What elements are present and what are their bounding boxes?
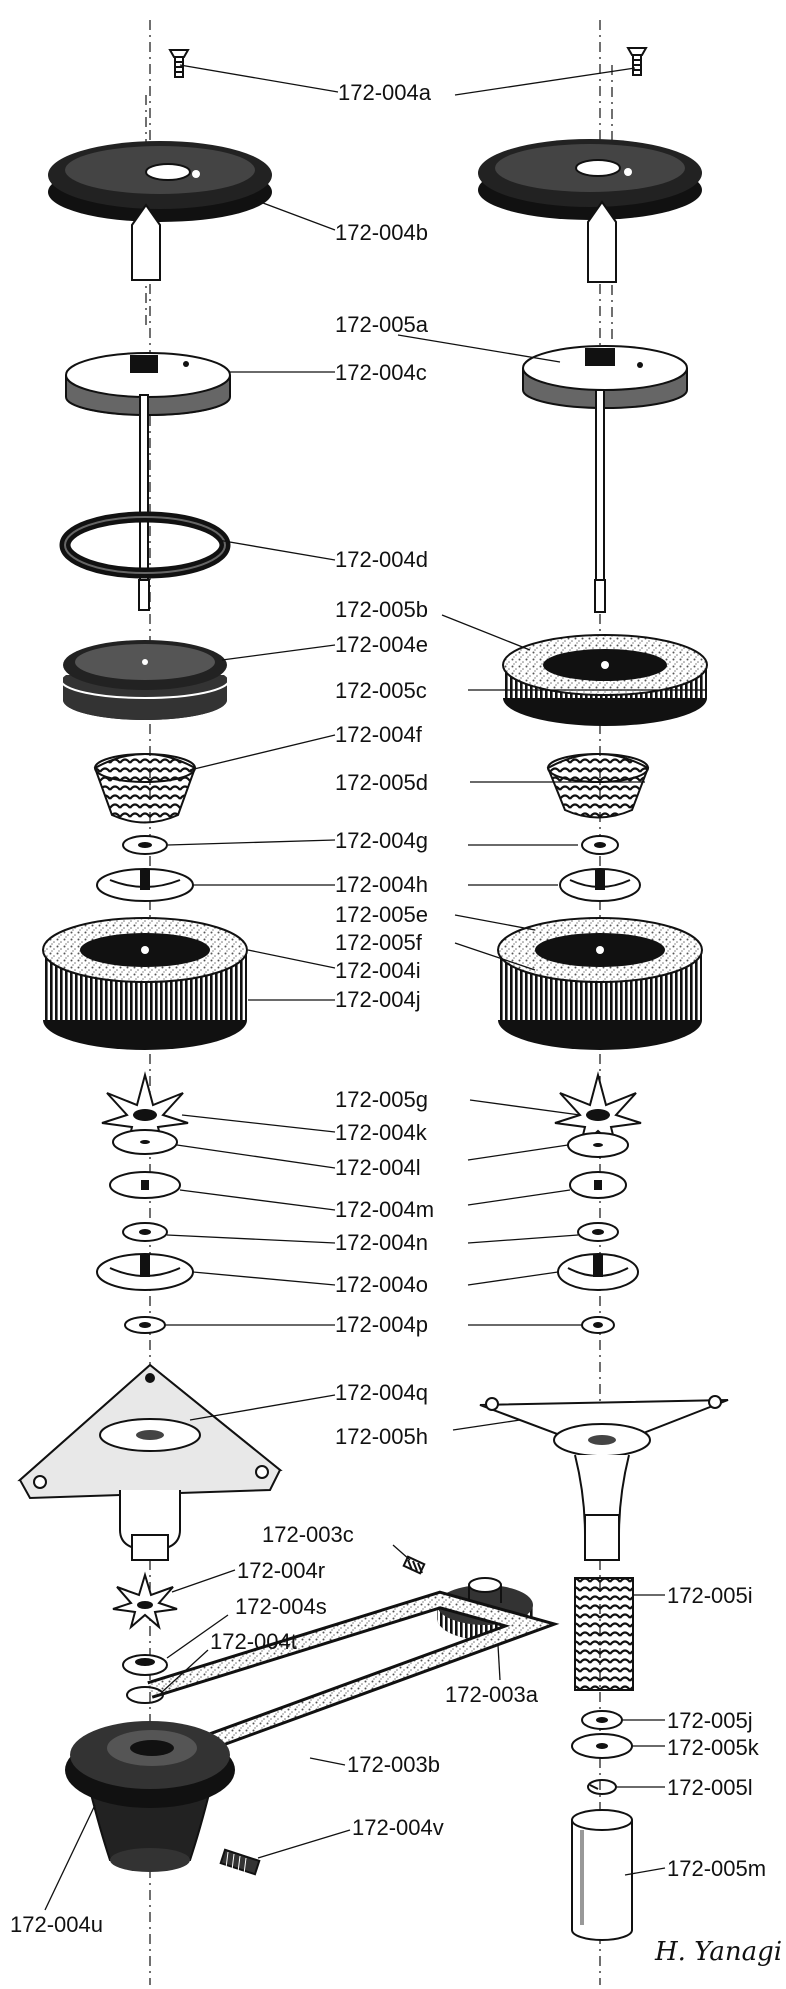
label-172-004b: 172-004b — [335, 220, 428, 245]
right-tripod-bracket — [479, 1395, 729, 1561]
label-172-004j: 172-004j — [335, 987, 421, 1012]
right-circlip — [587, 1779, 617, 1795]
right-washer-n — [577, 1222, 619, 1242]
large-pulley — [65, 1721, 235, 1872]
label-172-005h: 172-005h — [335, 1424, 428, 1449]
right-coil-spring — [574, 1577, 634, 1691]
label-172-004o: 172-004o — [335, 1272, 428, 1297]
label-172-004c: 172-004c — [335, 360, 427, 385]
label-172-005l: 172-005l — [667, 1775, 753, 1800]
left-clip-plate — [96, 868, 194, 902]
label-172-005d: 172-005d — [335, 770, 428, 795]
label-172-004t: 172-004t — [210, 1629, 297, 1654]
label-172-004n: 172-004n — [335, 1230, 428, 1255]
right-washer-g — [581, 835, 619, 855]
right-disc-l — [567, 1132, 629, 1158]
label-172-004r: 172-004r — [237, 1558, 325, 1583]
left-disc-l — [112, 1129, 178, 1155]
label-172-005b: 172-005b — [335, 597, 428, 622]
left-platter — [48, 141, 272, 222]
label-172-005m: 172-005m — [667, 1856, 766, 1881]
label-172-004h: 172-004h — [335, 872, 428, 897]
label-172-003b: 172-003b — [347, 1752, 440, 1777]
right-disc-k — [571, 1733, 633, 1759]
right-spindle-hub — [522, 200, 688, 613]
label-172-004f: 172-004f — [335, 722, 423, 747]
leader-lines — [44, 64, 705, 1911]
left-clip-o — [96, 1253, 194, 1291]
left-cone-spring — [93, 753, 197, 824]
right-washer-p — [581, 1316, 615, 1334]
left-screw — [168, 49, 190, 78]
left-washer-p — [124, 1316, 166, 1334]
label-172-005e: 172-005e — [335, 902, 428, 927]
right-clip-o — [557, 1253, 639, 1291]
label-172-004q: 172-004q — [335, 1380, 428, 1405]
small-star-wheel — [112, 1571, 178, 1630]
label-172-005j: 172-005j — [667, 1708, 753, 1733]
label-172-005k: 172-005k — [667, 1735, 760, 1760]
label-172-004v: 172-004v — [352, 1815, 444, 1840]
label-172-005a: 172-005a — [335, 312, 429, 337]
label-172-004a: 172-004a — [338, 80, 432, 105]
label-172-004s: 172-004s — [235, 1594, 327, 1619]
right-platter — [478, 139, 702, 220]
right-star-wheel — [554, 1071, 642, 1150]
label-172-005i: 172-005i — [667, 1583, 753, 1608]
o-ring — [59, 511, 231, 579]
right-lower-knurled-wheel — [497, 917, 703, 1050]
left-lower-knurled-wheel — [42, 917, 248, 1050]
label-172-005f: 172-005f — [335, 930, 423, 955]
label-172-003a: 172-003a — [445, 1682, 539, 1707]
washer-s — [122, 1654, 168, 1676]
right-cone-spring — [546, 753, 650, 819]
left-cup — [60, 640, 230, 720]
label-172-003c: 172-003c — [262, 1522, 354, 1547]
label-172-005g: 172-005g — [335, 1087, 428, 1112]
right-sleeve — [571, 1809, 633, 1941]
set-screw-v — [219, 1848, 261, 1876]
label-172-004k: 172-004k — [335, 1120, 428, 1145]
label-172-004g: 172-004g — [335, 828, 428, 853]
label-172-004i: 172-004i — [335, 958, 421, 983]
right-upper-knurled-wheel — [502, 634, 708, 726]
left-disc-m — [109, 1171, 181, 1199]
artist-signature: H. Yanagi — [654, 1937, 782, 1967]
right-clip-plate — [559, 868, 641, 902]
label-172-004u: 172-004u — [10, 1912, 103, 1937]
right-disc-m — [569, 1171, 627, 1199]
right-screw — [626, 47, 648, 76]
label-172-004e: 172-004e — [335, 632, 428, 657]
left-tripod-bracket — [17, 1363, 283, 1561]
label-172-004l: 172-004l — [335, 1155, 421, 1180]
part-labels: 172-004a 172-004b 172-005a 172-004c 172-… — [10, 80, 766, 1937]
label-172-005c: 172-005c — [335, 678, 427, 703]
drive-belt — [147, 1590, 560, 1769]
left-washer-n — [122, 1222, 168, 1242]
left-washer-g — [122, 835, 168, 855]
circlip-t — [126, 1686, 164, 1704]
label-172-004d: 172-004d — [335, 547, 428, 572]
label-172-004m: 172-004m — [335, 1197, 434, 1222]
label-172-004p: 172-004p — [335, 1312, 428, 1337]
set-screw-small — [402, 1555, 426, 1575]
right-washer-j — [581, 1710, 623, 1730]
left-spindle-hub — [65, 203, 231, 611]
